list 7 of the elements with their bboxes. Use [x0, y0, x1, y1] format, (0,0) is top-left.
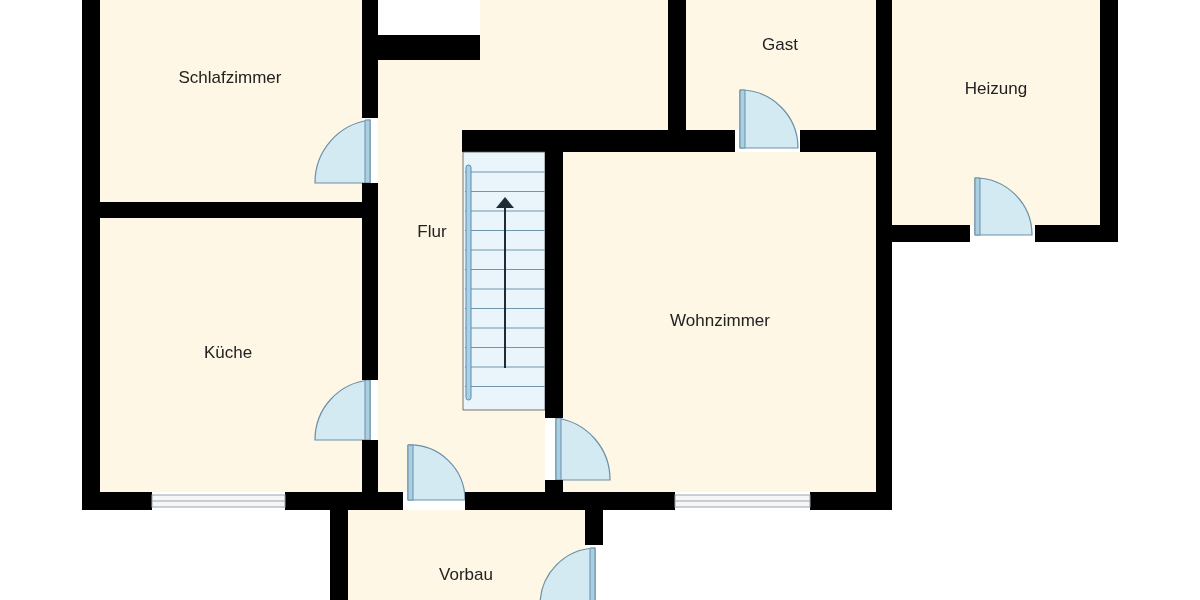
room-label: Wohnzimmer: [670, 311, 770, 331]
room-label: Heizung: [964, 79, 1028, 99]
room-label: Vorbau: [439, 565, 493, 585]
room-label: Schlafzimmer: [178, 68, 282, 88]
room-label: Gast: [762, 35, 798, 55]
room-label: Flur: [417, 222, 447, 242]
room-label: Küche: [203, 343, 253, 363]
